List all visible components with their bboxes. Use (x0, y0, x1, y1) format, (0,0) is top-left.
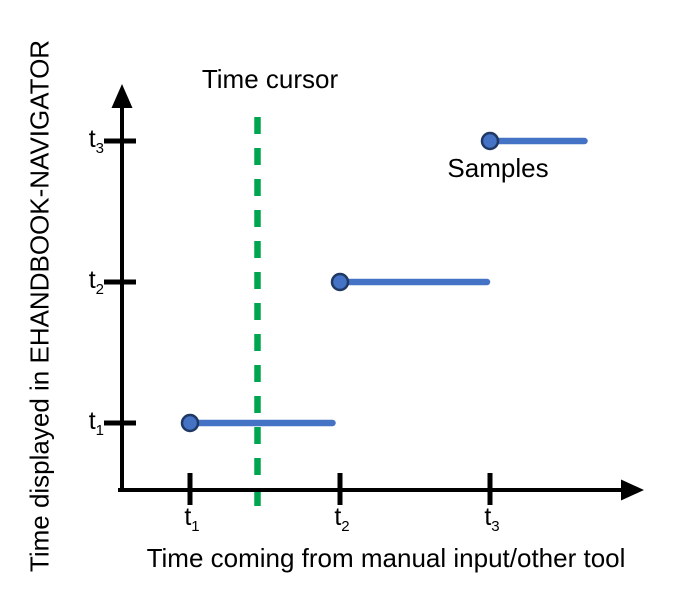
x-tick-label-t2: t2 (334, 503, 350, 535)
sample-dot-t1 (180, 413, 200, 433)
x-tick-label-t3: t3 (484, 503, 500, 535)
y-tick-label-t1: t1 (88, 407, 104, 439)
x-axis-title: Time coming from manual input/other tool (146, 543, 626, 573)
x-tick-label-t1: t1 (184, 503, 200, 535)
y-tick-label-t2: t2 (88, 266, 104, 298)
y-axis-arrowhead (111, 84, 133, 108)
y-tick-label-t3: t3 (88, 125, 104, 157)
y-axis-title: Time displayed in EHANDBOOK-NAVIGATOR (24, 39, 55, 573)
sample-dot-t3 (480, 131, 500, 151)
sample-dot-t2 (330, 272, 350, 292)
time-cursor-label: Time cursor (201, 64, 339, 94)
x-axis-arrowhead (621, 479, 644, 501)
samples-label: Samples (447, 153, 549, 183)
